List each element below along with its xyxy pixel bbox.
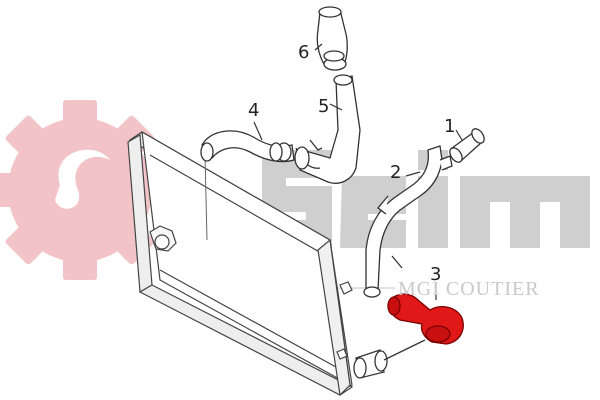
callout-3: 3	[430, 264, 442, 285]
hose-part-1	[449, 128, 485, 163]
pipe-part-2	[363, 145, 453, 298]
leader-5	[329, 103, 343, 111]
hose-part-3-highlighted	[387, 293, 464, 345]
hose-part-6	[316, 6, 348, 71]
callout-6: 6	[298, 42, 310, 63]
callout-1: 1	[444, 116, 456, 137]
watermark-gear-icon	[0, 100, 168, 280]
intercooler-core	[127, 130, 354, 397]
callout-5: 5	[318, 96, 330, 117]
callout-2: 2	[390, 162, 402, 183]
hose-part-4	[200, 130, 295, 163]
leader-6	[314, 43, 323, 51]
leader-4	[253, 121, 263, 141]
leader-2	[405, 171, 421, 177]
watermark-tagline: MGI COUTIER	[398, 278, 540, 300]
callout-4: 4	[248, 100, 260, 121]
outlet-connector	[353, 339, 426, 379]
intercooler-leader	[204, 154, 208, 241]
leader-1	[455, 129, 463, 141]
pipe-part-5	[294, 74, 361, 184]
